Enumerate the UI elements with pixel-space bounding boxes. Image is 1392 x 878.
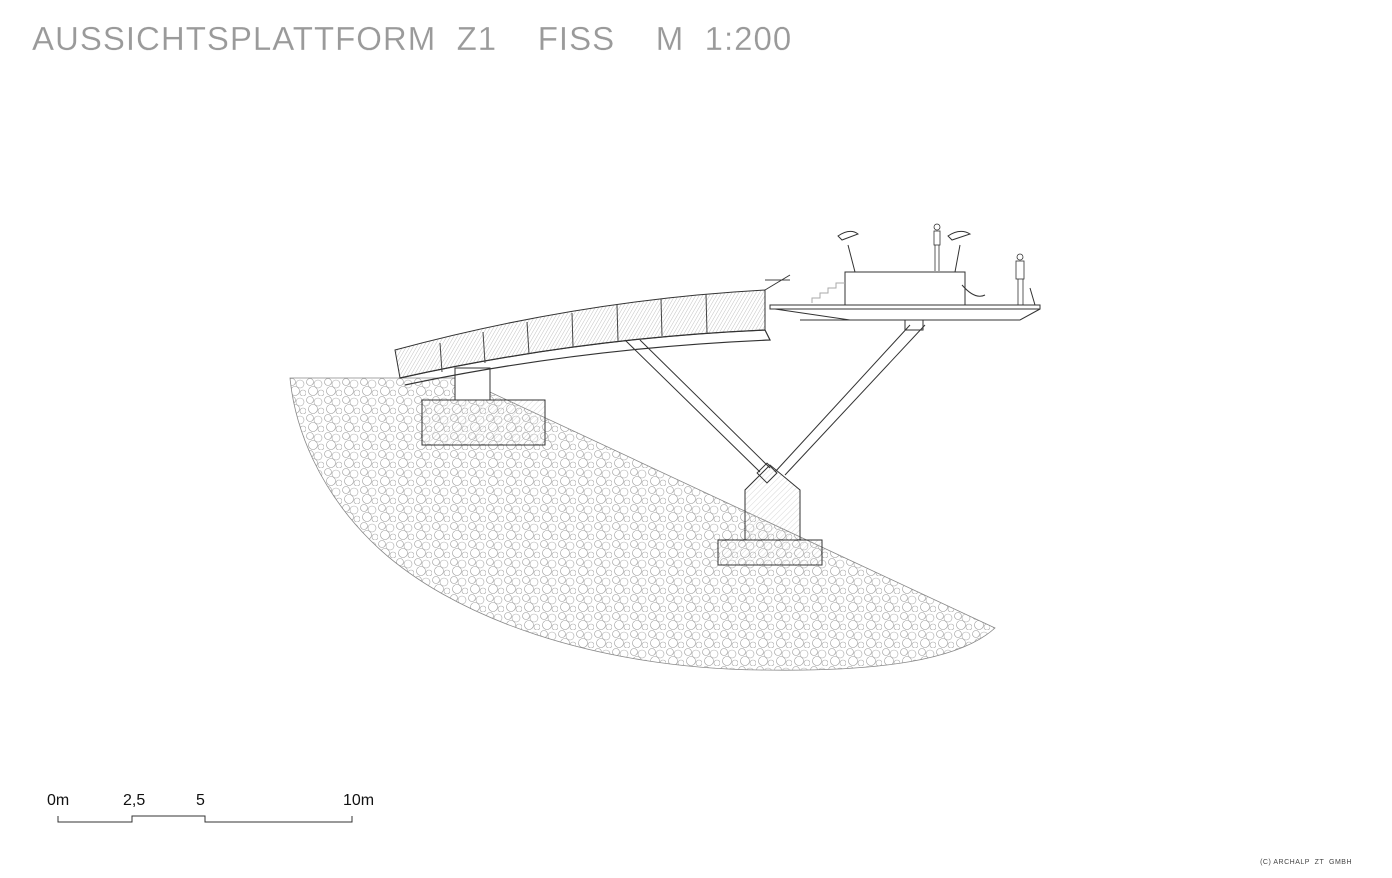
pillar-left [454, 367, 491, 401]
foundation-left [421, 399, 546, 446]
person-figure [933, 223, 941, 271]
scale-label-10: 10m [343, 792, 375, 809]
scale-label-2-5: 2,5 [123, 792, 146, 809]
steel-struts [624, 324, 926, 484]
terrain-gravel [289, 377, 996, 671]
scale-bar [57, 815, 353, 823]
walkway-railing [394, 289, 766, 379]
viewing-platform [764, 230, 1041, 331]
drawing-title: AUSSICHTSPLATTFORM Z1 FISS M 1:200 [32, 20, 793, 57]
scale-label-0: 0m [47, 792, 70, 809]
scale-label-5: 5 [196, 792, 205, 809]
copyright: (C) ARCHALP ZT GMBH [1260, 859, 1352, 866]
foundation-right [744, 464, 801, 541]
footing-right [717, 539, 823, 566]
photographer-figure [1015, 253, 1025, 305]
